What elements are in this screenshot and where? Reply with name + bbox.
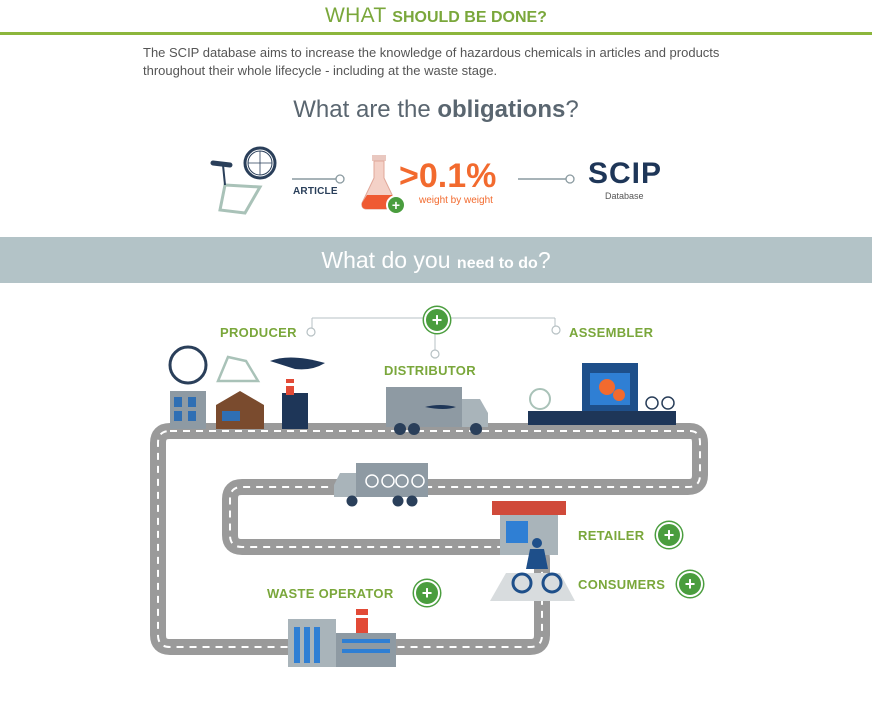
connector-line (292, 174, 345, 184)
scip-caption: Database (605, 191, 644, 201)
waste-operator-plant (288, 609, 396, 667)
retailer-store (490, 501, 575, 601)
section-band: What do you need to do? (0, 237, 872, 283)
obligations-heading-bold: obligations (437, 96, 566, 123)
road (150, 423, 708, 655)
header-title-bold: SHOULD BE DONE? (392, 9, 547, 26)
threshold-number: 0.1% (418, 157, 497, 195)
scip-logo: SCIP (588, 157, 663, 190)
obligations-heading-prefix: What are the (293, 96, 438, 123)
assembler-illustration (528, 363, 676, 425)
retailer-label: RETAILER (578, 528, 645, 543)
svg-text:+: + (392, 197, 400, 213)
distributor-label: DISTRIBUTOR (384, 363, 476, 378)
bicycle-frame-icon (210, 146, 277, 215)
waste-operator-label: WASTE OPERATOR (267, 586, 394, 601)
waste-operator-plus-button[interactable]: + (414, 580, 440, 606)
distributor-plus-button[interactable]: + (424, 307, 450, 333)
intro-text: The SCIP database aims to increase the k… (143, 45, 720, 78)
threshold-symbol: > (399, 157, 419, 195)
needs-heading-prefix: What do you (321, 247, 457, 273)
obligations-heading: What are the obligations? (0, 96, 872, 124)
threshold-caption: weight by weight (419, 195, 493, 206)
supply-chain-illustration (150, 317, 708, 667)
flask-icon: + (361, 155, 406, 215)
needs-heading-suffix: ? (537, 247, 551, 273)
distributor-truck (386, 387, 488, 435)
assembler-label: ASSEMBLER (569, 325, 654, 340)
consumers-plus-button[interactable]: + (677, 571, 703, 597)
transport-truck (334, 463, 428, 507)
retailer-plus-button[interactable]: + (656, 522, 682, 548)
needs-heading-bold: need to do (456, 255, 538, 272)
article-label: ARTICLE (293, 186, 338, 197)
header-title-prefix: WHAT (325, 4, 393, 27)
consumers-label: CONSUMERS (578, 577, 666, 592)
connector-line (518, 174, 575, 184)
section-header: WHAT SHOULD BE DONE? (0, 0, 872, 35)
producer-label: PRODUCER (220, 325, 297, 340)
producer-illustration (168, 345, 325, 429)
obligations-heading-suffix: ? (565, 96, 579, 123)
threshold-value: >0.1% (399, 157, 496, 196)
